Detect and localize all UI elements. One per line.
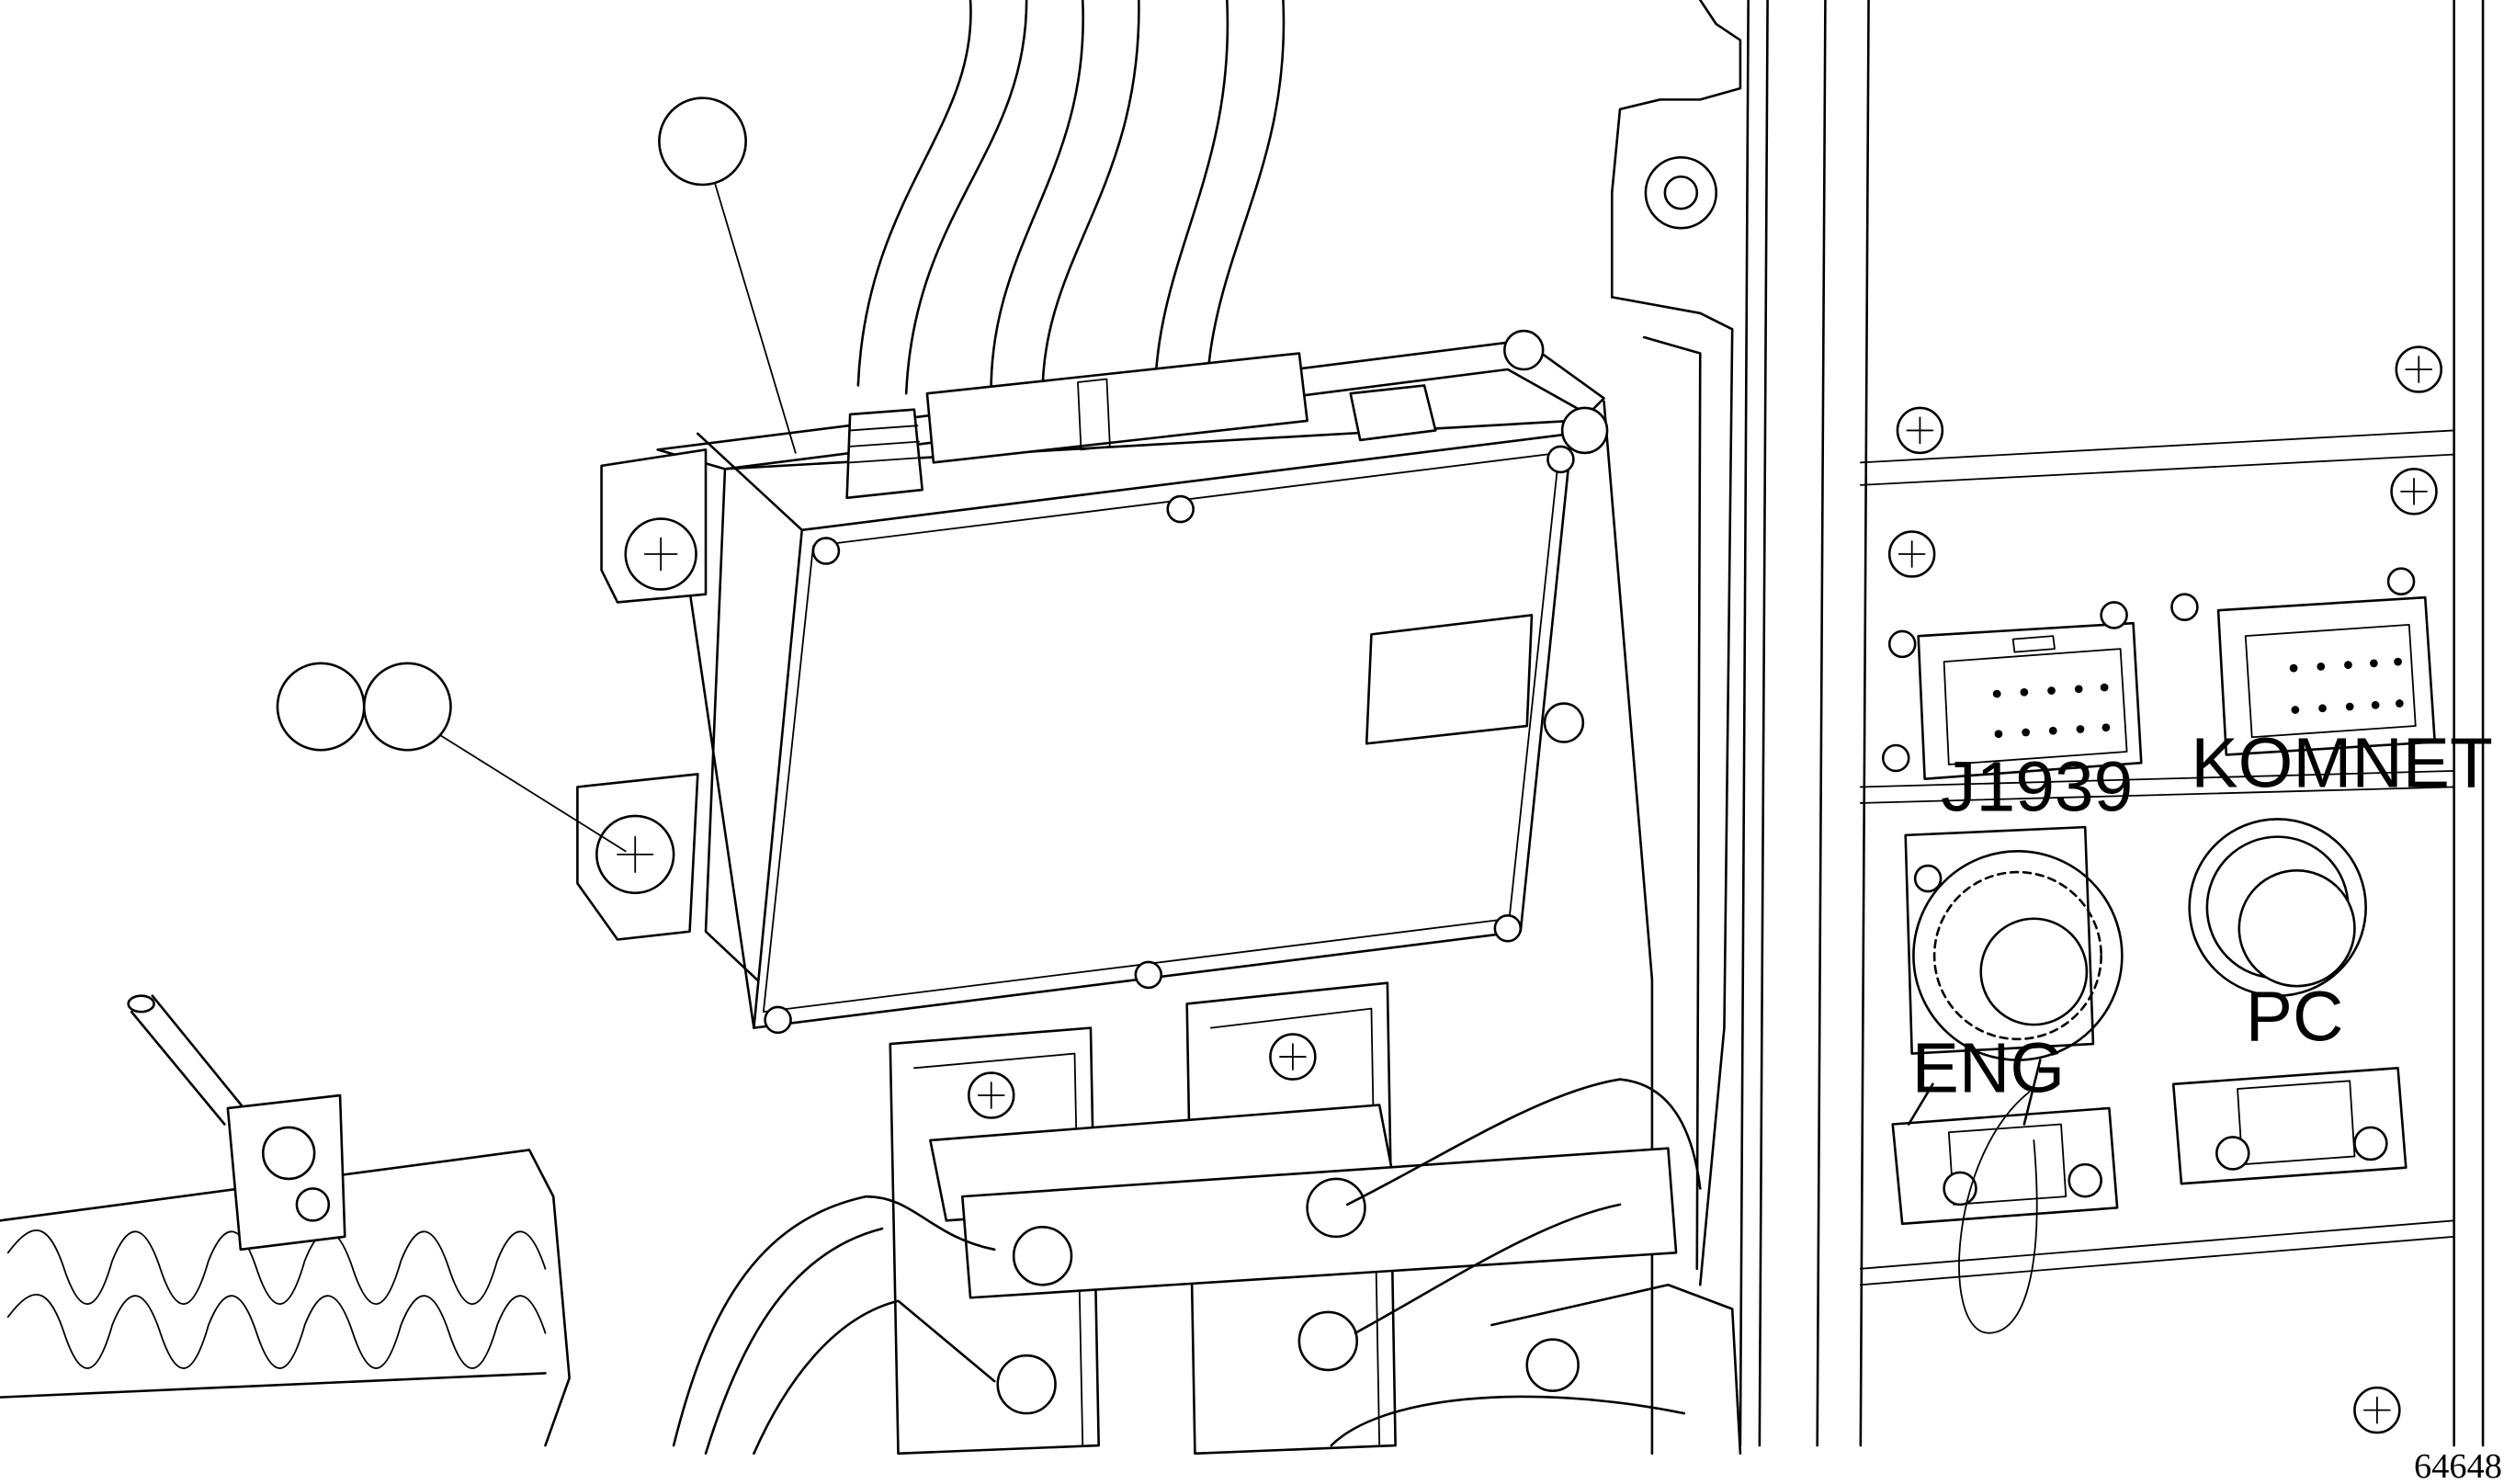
j1939-connector [1883, 602, 2141, 778]
j1939-label: J1939 [1941, 748, 2133, 827]
controller-module [577, 331, 1607, 1033]
mounting-bracket [1491, 0, 1740, 1454]
komnet-connector [2171, 569, 2434, 755]
electrical-panel: J1939 KOMNET ENG PC [1740, 0, 2493, 1445]
heater-coil-unit [0, 996, 570, 1445]
eng-label: ENG [1912, 1028, 2065, 1107]
terminal-blocks [674, 983, 1700, 1454]
pc-port [2190, 819, 2366, 995]
panel-screw [1889, 347, 2441, 1433]
callout-1 [659, 98, 795, 453]
pc-label: PC [2246, 978, 2344, 1057]
upper-harness [858, 0, 1284, 410]
figure-number: 64648 [2414, 1447, 2502, 1484]
komnet-label: KOMNET [2191, 723, 2493, 802]
eng-dsub-connector [1893, 1060, 2117, 1333]
eng-port [1906, 827, 2123, 1059]
callout-2 [278, 663, 626, 851]
pc-dsub-connector [2173, 1068, 2406, 1184]
